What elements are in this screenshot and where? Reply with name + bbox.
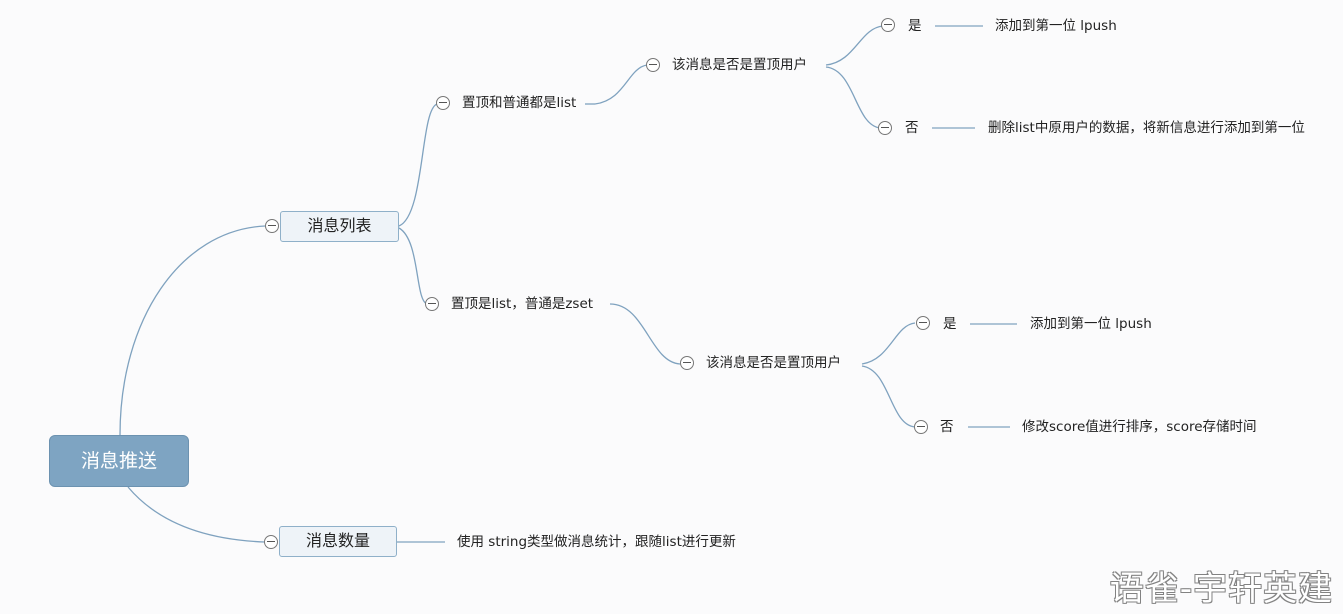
collapse-toggle-option-b[interactable]	[425, 297, 439, 311]
root-node[interactable]: 消息推送	[49, 435, 189, 487]
node-b-yes[interactable]: 是	[943, 316, 957, 332]
node-question-b[interactable]: 该消息是否是置顶用户	[706, 355, 841, 371]
node-a-yes[interactable]: 是	[908, 18, 922, 34]
collapse-toggle-a-no[interactable]	[878, 121, 892, 135]
node-b-yes-action[interactable]: 添加到第一位 lpush	[1030, 316, 1152, 332]
collapse-toggle-question-b[interactable]	[680, 356, 694, 370]
node-option-b[interactable]: 置顶是list，普通是zset	[451, 296, 594, 312]
node-b-no-action[interactable]: 修改score值进行排序，score存储时间	[1022, 419, 1257, 435]
collapse-toggle-b-yes[interactable]	[916, 316, 930, 330]
node-a-no[interactable]: 否	[905, 120, 919, 136]
node-message-count[interactable]: 消息数量	[279, 526, 397, 557]
collapse-toggle-option-a[interactable]	[436, 96, 450, 110]
collapse-toggle-b-no[interactable]	[914, 420, 928, 434]
node-b-no[interactable]: 否	[940, 419, 954, 435]
watermark: 语雀-宇轩英建	[1109, 569, 1333, 609]
node-message-list[interactable]: 消息列表	[280, 211, 399, 242]
node-question-a[interactable]: 该消息是否是置顶用户	[672, 57, 807, 73]
collapse-toggle-a-yes[interactable]	[881, 18, 895, 32]
node-a-no-action[interactable]: 删除list中原用户的数据，将新信息进行添加到第一位	[988, 120, 1305, 136]
node-count-detail[interactable]: 使用 string类型做消息统计，跟随list进行更新	[457, 534, 736, 550]
node-option-a[interactable]: 置顶和普通都是list	[462, 95, 577, 111]
collapse-toggle-count[interactable]	[264, 535, 278, 549]
collapse-toggle-list[interactable]	[265, 219, 279, 233]
node-a-yes-action[interactable]: 添加到第一位 lpush	[995, 18, 1117, 34]
collapse-toggle-question-a[interactable]	[646, 58, 660, 72]
